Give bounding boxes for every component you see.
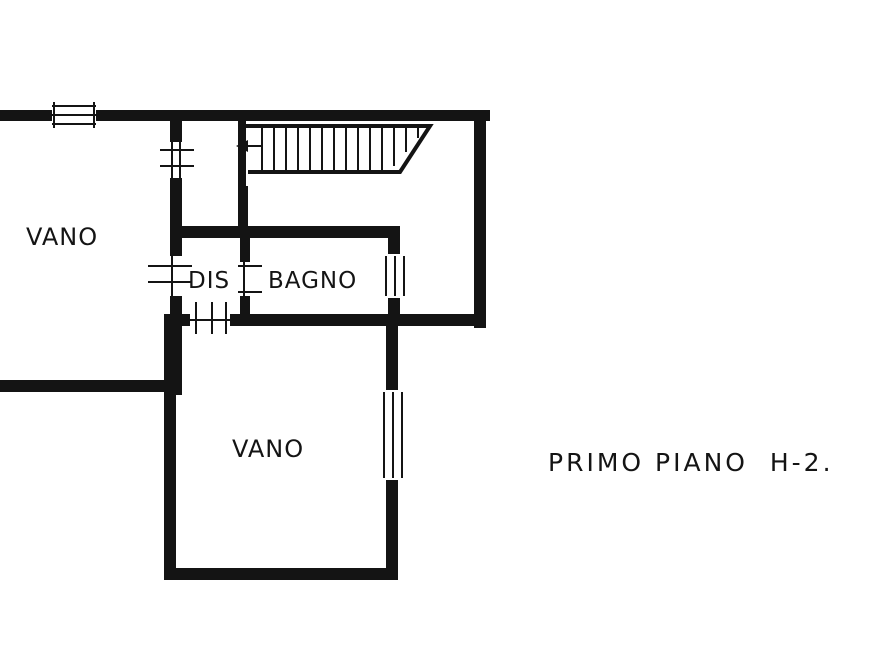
vano-left-bottom-wall bbox=[0, 380, 176, 392]
stair-direction-arrow-icon bbox=[236, 140, 248, 152]
top-exterior-wall bbox=[0, 110, 490, 121]
door-upper bbox=[160, 138, 194, 182]
window-bagno bbox=[384, 254, 406, 298]
vano-bottom-left-wall bbox=[164, 314, 176, 580]
right-exterior-wall bbox=[474, 110, 486, 328]
room-label-vano-left: VANO bbox=[26, 223, 98, 251]
bagno-top-wall bbox=[178, 226, 400, 238]
window-vano-bottom bbox=[382, 390, 404, 480]
window-top-left bbox=[52, 102, 96, 128]
room-label-bagno: BAGNO bbox=[268, 268, 357, 294]
bagno-bottom-wall bbox=[170, 314, 486, 326]
room-label-vano-bottom: VANO bbox=[232, 435, 304, 463]
door-vano-bottom bbox=[188, 302, 232, 334]
floor-caption: PRIMO PIANO H-2. bbox=[548, 448, 834, 477]
door-dis-left bbox=[148, 252, 192, 300]
dis-bagno-upper-wall bbox=[238, 186, 248, 236]
door-bagno bbox=[236, 260, 262, 300]
staircase bbox=[236, 124, 434, 174]
stair-side-wall bbox=[238, 120, 246, 192]
room-label-dis: DIS bbox=[188, 268, 230, 294]
walls bbox=[0, 110, 490, 580]
vano-bottom-floor bbox=[164, 568, 398, 580]
